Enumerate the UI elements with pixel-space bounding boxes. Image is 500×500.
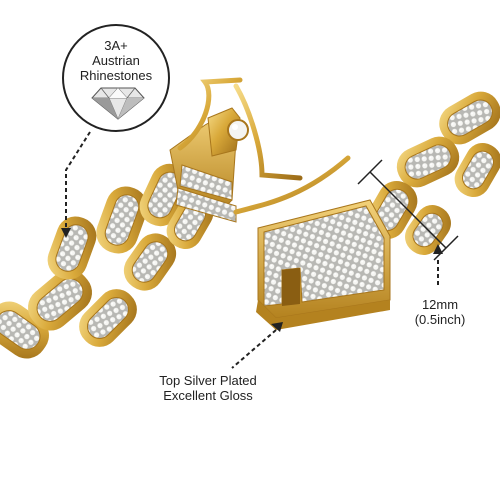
chain-link: [96, 186, 148, 254]
callout-lines: [65, 131, 439, 369]
closed-clasp: [256, 199, 391, 330]
size-label: 12mm (0.5inch): [400, 297, 480, 327]
rhinestone-badge: 3A+ Austrian Rhinestones: [62, 24, 170, 132]
diamond-icon: [91, 87, 145, 120]
plating-label: Top Silver Plated Excellent Gloss: [148, 373, 268, 403]
left-chain: [0, 163, 214, 359]
size-inch: (0.5inch): [414, 312, 466, 327]
plating-line-1: Top Silver Plated: [159, 373, 257, 388]
chain-link: [454, 142, 500, 198]
plating-line-2: Excellent Gloss: [163, 388, 253, 403]
badge-line-2: Austrian: [92, 53, 140, 68]
badge-line-3: Rhinestones: [79, 68, 153, 83]
chain-link: [123, 233, 177, 291]
badge-text: 3A+ Austrian Rhinestones: [64, 38, 168, 83]
callout-arrowheads: [61, 228, 443, 332]
chain-link: [439, 91, 500, 145]
chain-link: [79, 289, 137, 347]
box-clasp: [169, 77, 351, 223]
badge-line-1: 3A+: [104, 38, 128, 53]
chain-link: [396, 136, 460, 188]
size-mm: 12mm: [421, 297, 459, 312]
size-indicator: [357, 159, 459, 261]
chain-link: [47, 216, 97, 280]
chain-link: [27, 269, 93, 331]
